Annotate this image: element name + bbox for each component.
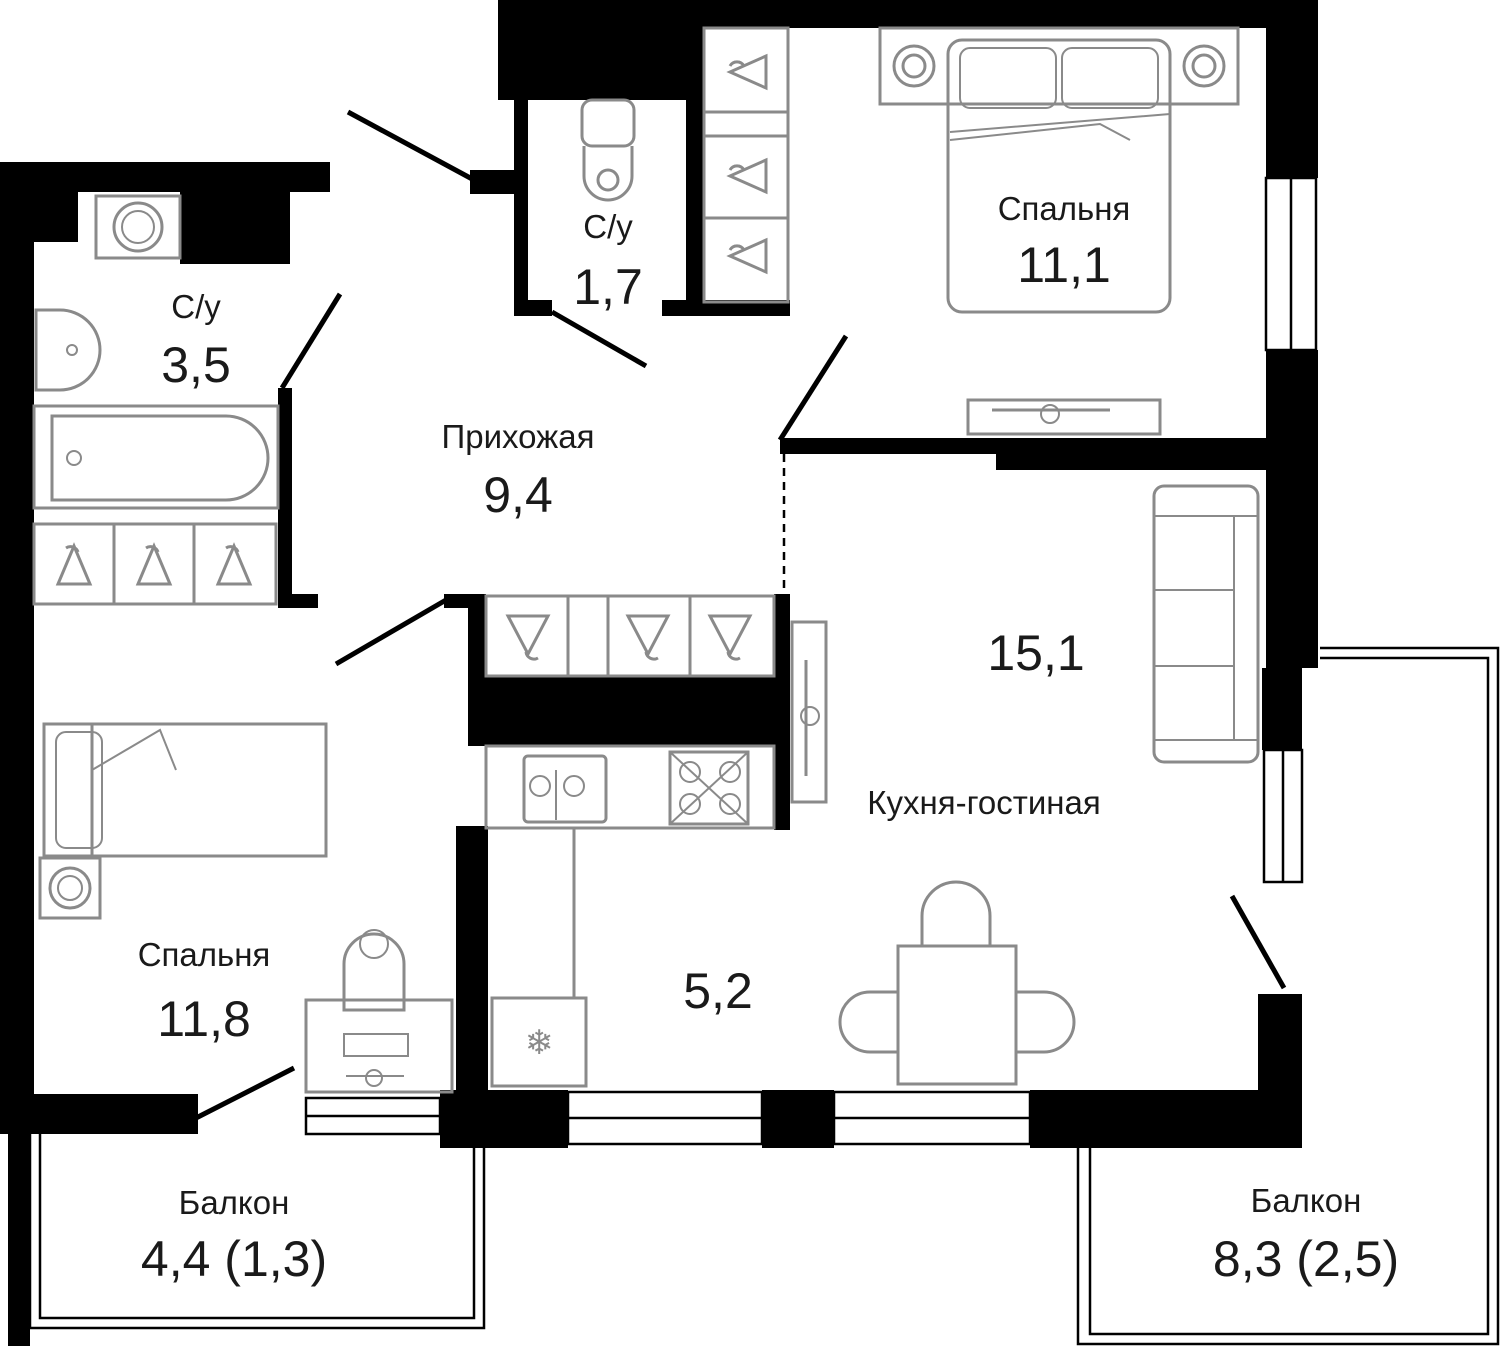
toilet-small-wc-icon: [580, 98, 636, 202]
kitchen-counter: ❄: [484, 744, 776, 1088]
balcony-left-outline: [28, 1128, 486, 1330]
desk-with-chair: [304, 929, 454, 1094]
wardrobe-top: [702, 26, 790, 304]
tv-bedroom-icon: [966, 398, 1162, 436]
room-name-wc-small: С/у: [583, 208, 633, 245]
svg-text:❄: ❄: [525, 1023, 554, 1063]
room-area-balcony-1: 4,4 (1,3): [140, 1231, 328, 1287]
room-area-bedroom-2: 11,8: [157, 991, 251, 1047]
wardrobe-left: [32, 522, 278, 606]
room-area-hallway: 9,4: [483, 467, 553, 523]
room-area-wc-small: 1,7: [573, 259, 643, 315]
walls: [0, 0, 1318, 1346]
room-area-balcony-2: 8,3 (2,5): [1212, 1231, 1400, 1287]
dining-table: [838, 880, 1076, 1086]
single-bed: [38, 722, 328, 920]
room-name-living-kitchen: Кухня-гостиная: [867, 784, 1101, 821]
room-name-balcony-1: Балкон: [178, 1184, 290, 1221]
room-area-kitchen: 5,2: [683, 963, 753, 1019]
sink-icon: [34, 308, 102, 392]
room-name-bedroom-2: Спальня: [137, 936, 271, 973]
room-area-living-kitchen: 15,1: [987, 625, 1085, 681]
room-area-wc-large: 3,5: [161, 337, 231, 393]
bathtub-icon: [32, 404, 280, 510]
wardrobe-middle: [484, 594, 776, 678]
room-area-bedroom-1: 11,1: [1017, 237, 1111, 293]
sofa-icon: [1152, 484, 1260, 764]
room-name-hallway: Прихожая: [441, 418, 595, 455]
room-name-bedroom-1: Спальня: [997, 190, 1131, 227]
tv-living-icon: [790, 620, 828, 804]
windows: [304, 176, 1318, 1146]
doors: [194, 109, 1287, 1121]
washing-machine-top-icon: [94, 194, 182, 260]
room-name-wc-large: С/у: [171, 288, 221, 325]
room-name-balcony-2: Балкон: [1250, 1182, 1362, 1219]
balcony-right-outline: [1076, 646, 1500, 1346]
double-bed: [878, 26, 1240, 314]
